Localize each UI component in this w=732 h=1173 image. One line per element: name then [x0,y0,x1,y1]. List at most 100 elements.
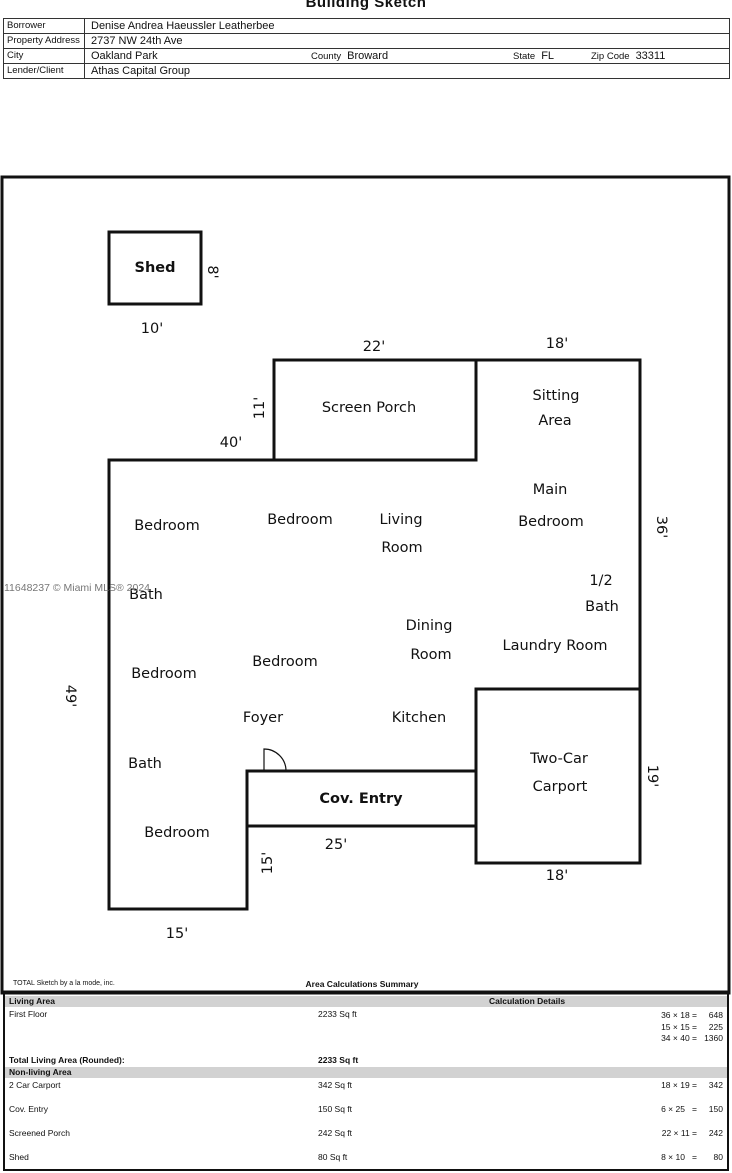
dim-sitting-top: 18' [546,336,568,352]
dim-entry-bottom: 25' [325,837,347,853]
sketch-drawing: Shed 10' 8' 22' 18' 11' 40' 36' 49' 19' … [0,175,731,995]
shed-outline [107,230,203,306]
nonliving-name: Screened Porch [9,1128,70,1138]
living-area-label: Living Area [9,996,55,1006]
dim-porch-side: 11' [252,397,268,419]
area-summary-title: Area Calculations Summary [306,979,419,989]
dim-bottom-left: 15' [166,926,188,942]
nonliving-sqft: 80 Sq ft [318,1152,348,1162]
room-bath-1: Bath [129,587,163,603]
room-bedroom-5: Bedroom [144,825,210,841]
state-value: FL [541,50,555,62]
room-kitchen: Kitchen [392,710,447,726]
right-border [727,994,729,1171]
zip-group: Zip Code 33311 [591,49,665,64]
room-screen-porch: Screen Porch [322,400,416,416]
address-label: Property Address [3,33,85,49]
room-foyer: Foyer [243,710,283,726]
nonliving-header: Non-living Area [3,1067,729,1078]
room-living-1: Living [379,512,422,528]
left-outline [107,458,274,911]
room-bedroom-4: Bedroom [252,654,318,670]
address-value: 2737 NW 24th Ave [84,33,730,49]
bottom-border [3,1169,729,1171]
borrower-value: Denise Andrea Haeussler Leatherbee [84,18,730,34]
nonliving-name: Shed [9,1152,29,1162]
calc-line: 34 × 40 = 1360 [661,1033,723,1043]
room-carport-2: Carport [533,779,588,795]
room-sitting-1: Sitting [532,388,579,404]
dim-carport-side: 19' [644,765,660,787]
lender-value: Athas Capital Group [84,63,730,79]
room-main-2: Bedroom [518,514,584,530]
watermark: 11648237 © Miami MLS® 2024 [4,582,150,594]
dim-left-side: 49' [62,685,78,707]
shed-width-dim: 10' [141,321,163,337]
room-carport-1: Two-Car [529,751,588,767]
nonliving-sqft: 342 Sq ft [318,1080,353,1090]
nonliving-name: Cov. Entry [9,1104,49,1114]
total-living-value: 2233 Sq ft [318,1055,359,1065]
shed-height-dim: 8' [204,265,220,278]
area-calculations: Living Area Calculation Details First Fl… [3,994,729,1171]
lender-label: Lender/Client [3,63,85,79]
nonliving-calc: 6 × 25 = 150 [661,1104,723,1114]
room-bedroom-2: Bedroom [267,512,333,528]
nonliving-calc: 8 × 10 = 80 [661,1152,723,1162]
county-group: County Broward [311,49,388,64]
door-swing-icon [263,748,287,772]
room-laundry: Laundry Room [503,638,608,654]
nonliving-row: Cov. Entry 150 Sq ft 6 × 25 = 150 [3,1104,729,1115]
living-area-header: Living Area Calculation Details [3,996,729,1007]
room-dining-1: Dining [406,618,453,634]
zip-label: Zip Code [591,51,630,62]
property-info-table: Borrower Denise Andrea Haeussler Leather… [3,18,730,79]
room-cov-entry: Cov. Entry [319,791,403,807]
room-main-1: Main [533,482,568,498]
calc-line: 15 × 15 = 225 [661,1021,723,1032]
city-value: Oakland Park [91,50,158,62]
zip-value: 33311 [635,50,666,62]
city-label: City [3,48,85,64]
county-label: County [311,51,342,62]
cov-entry-outline [245,769,478,828]
dim-entry-side: 15' [260,852,276,874]
room-half-2: Bath [585,599,619,615]
city-row: Oakland Park County Broward State FL Zip C… [84,48,730,64]
room-bedroom-3: Bedroom [131,666,197,682]
dim-left-top: 40' [220,435,242,451]
county-value: Broward [347,50,389,62]
room-bedroom-1: Bedroom [134,518,200,534]
total-living-row: Total Living Area (Rounded): 2233 Sq ft [3,1055,729,1066]
room-living-2: Room [381,540,422,556]
state-group: State FL [513,49,554,64]
screen-porch-outline [272,358,478,462]
first-floor-calcs: 36 × 18 = 648 15 × 15 = 225 34 × 40 = 13… [661,1010,723,1045]
calc-line: 36 × 18 = 648 [661,1010,723,1020]
dim-right-side: 36' [653,516,669,538]
nonliving-sqft: 150 Sq ft [318,1104,353,1114]
dim-porch-top: 22' [363,339,385,355]
building-sketch: Shed 10' 8' 22' 18' 11' 40' 36' 49' 19' … [0,175,732,995]
borrower-label: Borrower [3,18,85,34]
carport-outline [474,687,642,865]
nonliving-name: 2 Car Carport [9,1080,61,1090]
room-sitting-2: Area [538,413,571,429]
first-floor-label: First Floor [9,1009,48,1019]
nonliving-row: Screened Porch 242 Sq ft 22 × 11 = 242 [3,1128,729,1139]
shed-label: Shed [135,260,176,276]
dim-carport-bottom: 18' [546,868,568,884]
nonliving-calc: 18 × 19 = 342 [661,1080,723,1090]
page-title: Building Sketch [305,0,427,11]
room-dining-2: Room [410,647,451,663]
sketch-credit: TOTAL Sketch by a la mode, inc. [13,980,115,987]
state-label: State [513,51,536,62]
total-living-label: Total Living Area (Rounded): [9,1055,125,1065]
room-bath-2: Bath [128,756,162,772]
nonliving-sqft: 242 Sq ft [318,1128,353,1138]
first-floor-row: First Floor 2233 Sq ft [3,1009,729,1020]
nonliving-row: Shed 80 Sq ft 8 × 10 = 80 [3,1152,729,1163]
nonliving-row: 2 Car Carport 342 Sq ft 18 × 19 = 342 [3,1080,729,1091]
calc-details-label: Calculation Details [489,996,566,1006]
first-floor-sqft: 2233 Sq ft [318,1009,357,1019]
